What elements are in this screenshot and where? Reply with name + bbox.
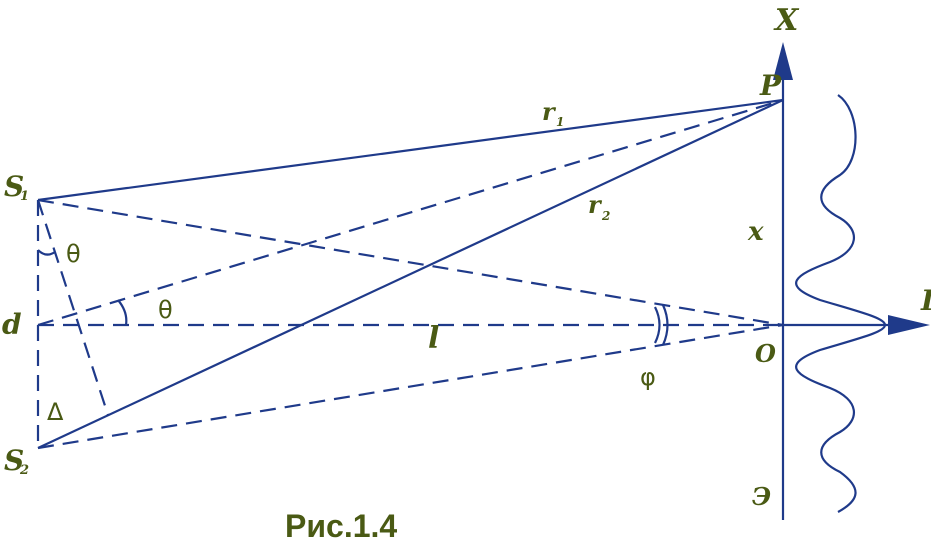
label-o: O [755,339,776,368]
label-r1: r [542,97,557,126]
label-s1: S [4,170,24,203]
intensity-curve [795,94,887,513]
label-l-distance: l [428,321,439,356]
theta-mid-arc [117,299,128,326]
label-s2-sub: 2 [19,463,29,478]
perpendicular-line [36,199,110,416]
label-i-axis: I [920,284,931,317]
label-phi: φ [640,363,656,391]
center-to-p-line [37,98,784,327]
label-d: d [2,308,22,341]
label-theta-top: θ [66,240,81,268]
label-theta-mid: θ [158,296,173,324]
s1-to-o-line [37,198,784,327]
x-axis-arrow [773,42,793,80]
label-delta: Δ [47,398,64,426]
ray-r1 [37,98,784,202]
phi-arc-inner [654,306,661,344]
ray-r2 [37,99,784,449]
label-x-coordinate: x [747,217,764,247]
label-r2: r [588,190,603,219]
intensity-axis-arrow [888,315,930,335]
theta-top-arc [37,249,56,256]
s2-to-o-line [37,323,784,450]
figure-caption: Рис.1.4 [285,508,397,544]
label-x-axis: X [773,3,800,38]
label-s2: S [4,444,24,477]
label-s1-sub: 1 [20,189,29,204]
phi-arc-outer [661,304,669,346]
label-r2-sub: 2 [601,209,610,223]
label-p: P [759,69,782,102]
label-screen: Э [752,482,771,511]
label-r1-sub: 1 [556,115,564,129]
